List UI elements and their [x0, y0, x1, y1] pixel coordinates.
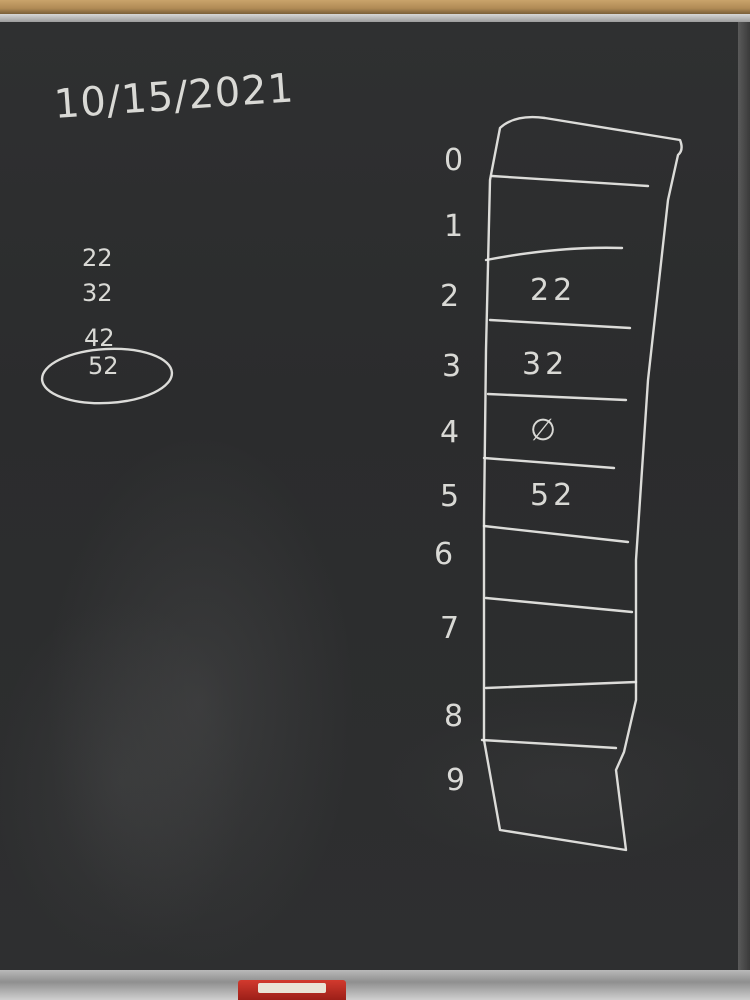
key-circle: [40, 347, 174, 405]
chalkboard-surface: [0, 22, 738, 970]
eraser-label: [258, 983, 326, 993]
index-5: 5: [440, 479, 459, 514]
key-1: 22: [82, 244, 113, 272]
key-4-circled: 52: [88, 352, 119, 380]
table-cells: 22 32 ∅ 52: [522, 273, 576, 513]
index-0: 0: [444, 143, 463, 178]
board-top-rail: [0, 14, 750, 22]
cell-2: 22: [530, 273, 576, 308]
index-8: 8: [444, 699, 463, 734]
index-4: 4: [440, 415, 459, 450]
date-text: 10/15/2021: [52, 65, 295, 128]
index-3: 3: [442, 349, 461, 384]
board-right-edge: [738, 22, 750, 970]
index-1: 1: [444, 209, 463, 244]
key-3: 42: [84, 324, 115, 352]
cell-5: 52: [530, 478, 576, 513]
index-7: 7: [440, 611, 459, 646]
key-2: 32: [82, 279, 113, 307]
board-frame-top: [0, 0, 750, 14]
table-row-dividers: [480, 174, 650, 750]
cell-4: ∅: [530, 413, 560, 448]
cell-3: 32: [522, 347, 568, 382]
eraser: [238, 980, 346, 1000]
index-2: 2: [440, 279, 459, 314]
table-outline: [482, 115, 683, 852]
chalk-tray: [0, 970, 750, 1000]
index-9: 9: [446, 763, 465, 798]
index-6: 6: [434, 537, 453, 572]
table-indices: 0 1 2 3 4 5 6 7 8 9: [434, 143, 465, 798]
